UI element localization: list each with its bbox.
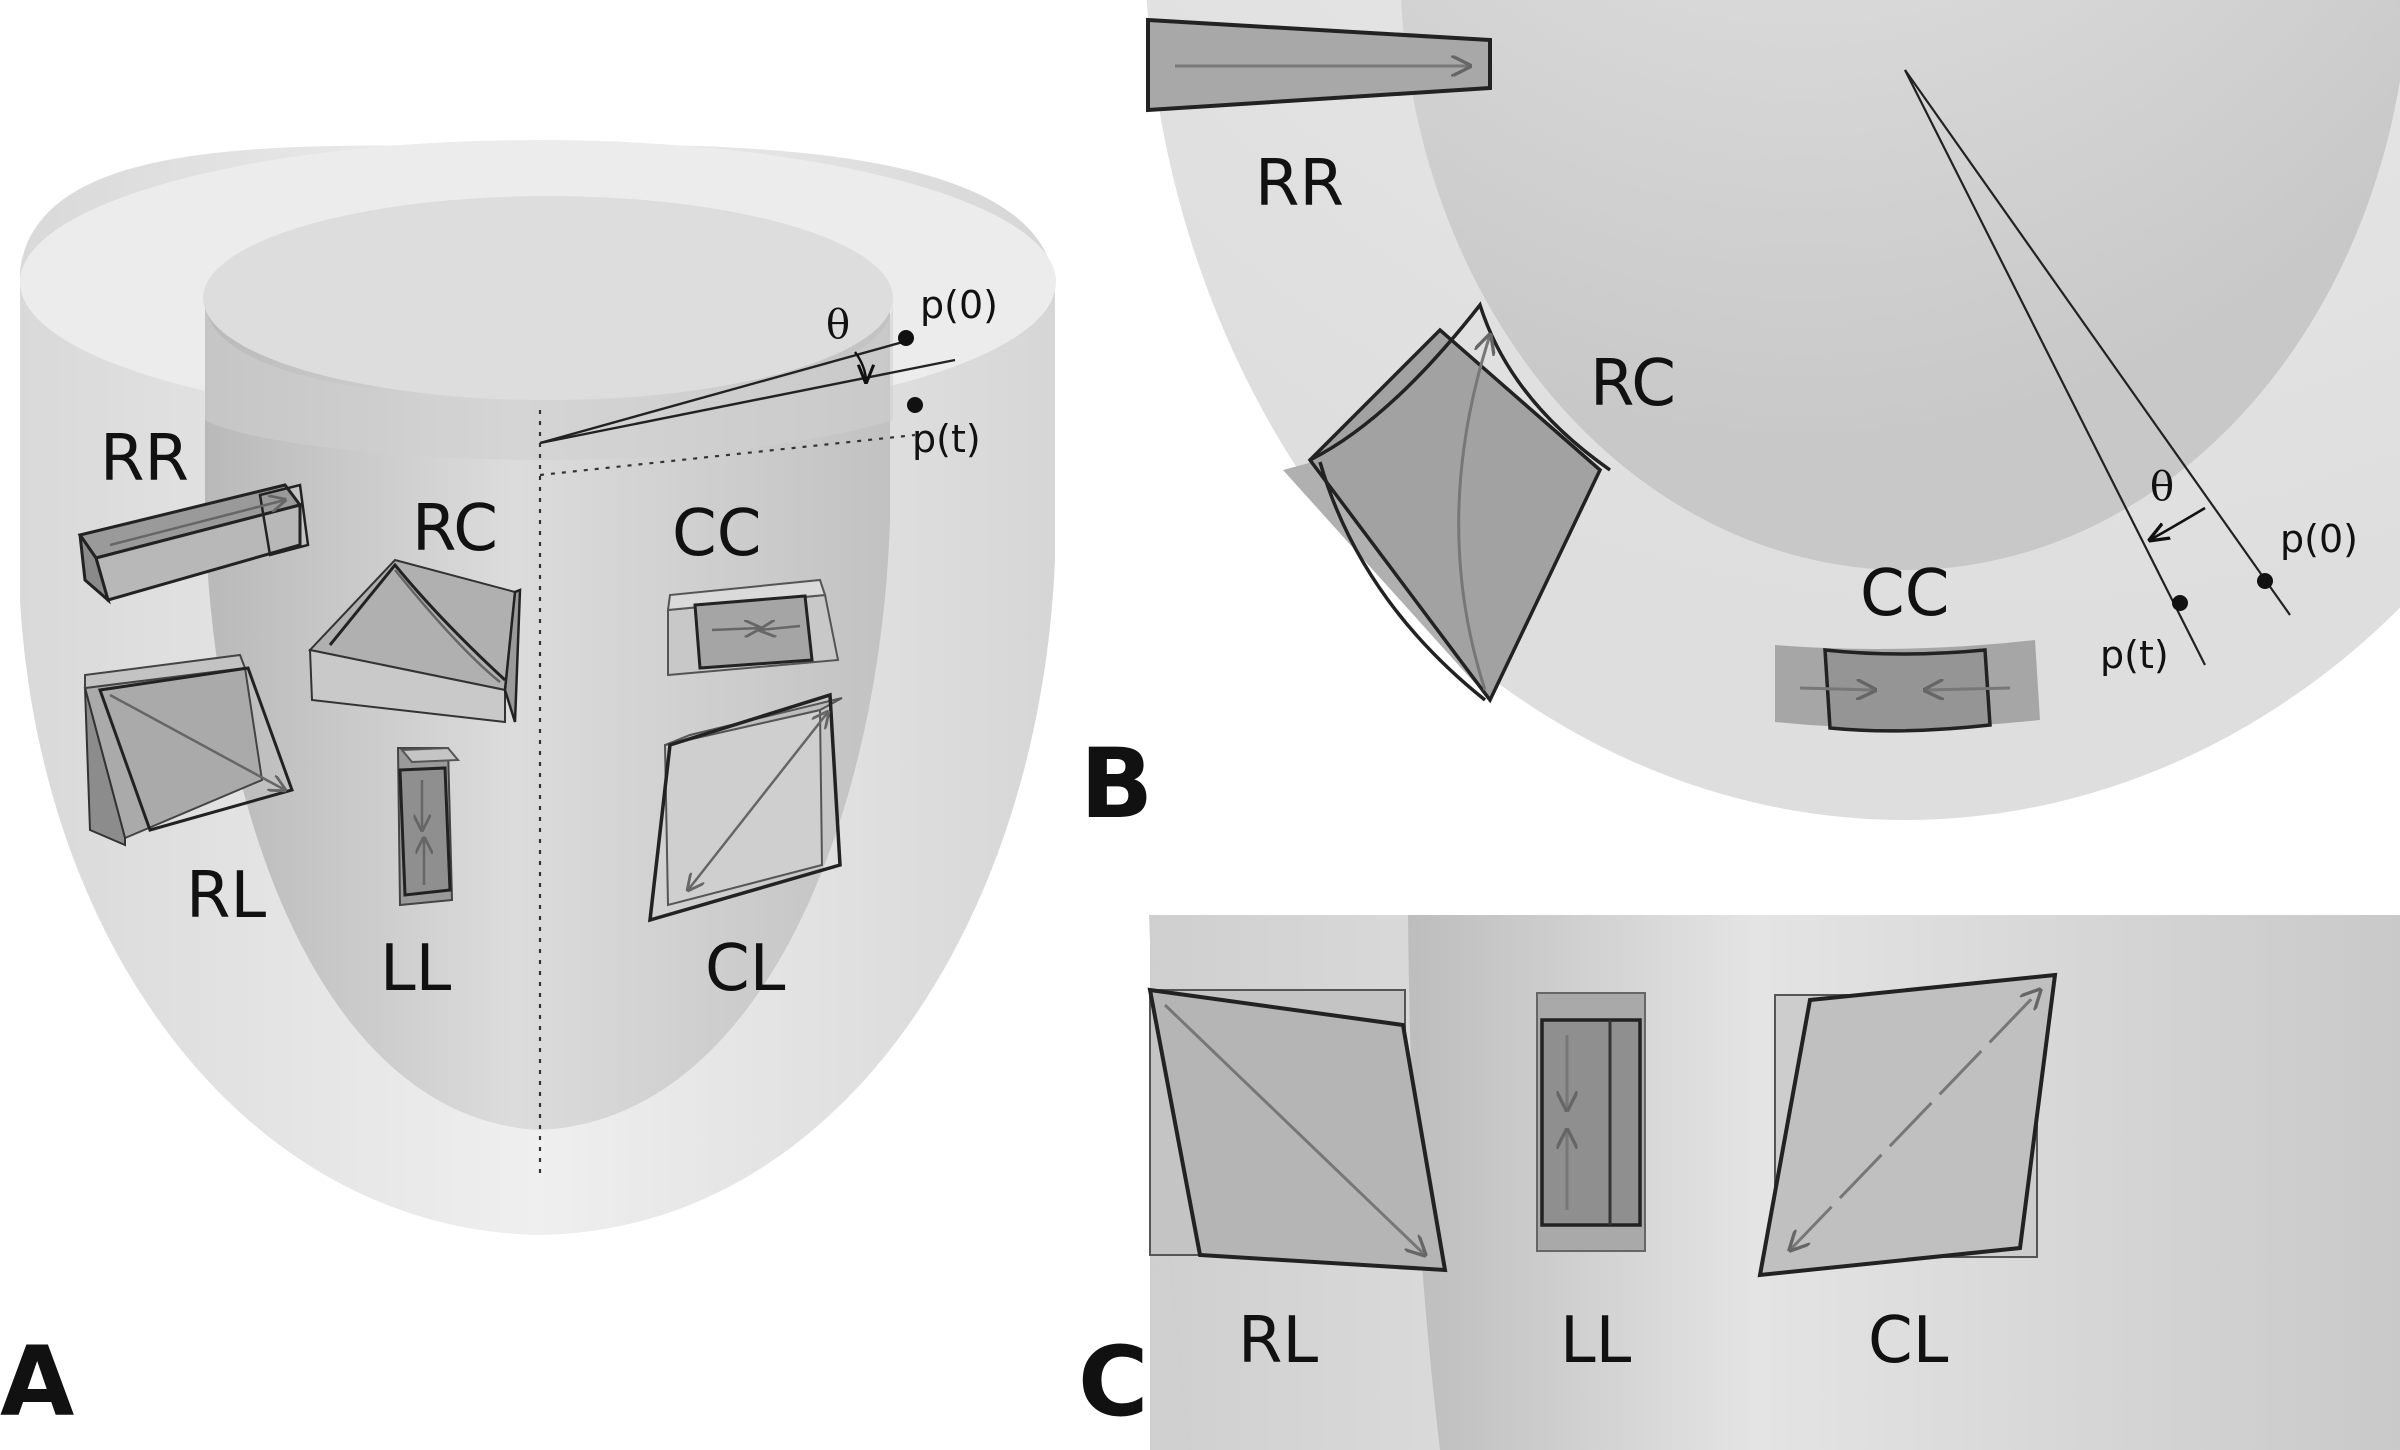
cc-label-a: CC [672,497,761,571]
panel-a-label: A [0,1326,74,1438]
rc-element-a [308,558,522,724]
rr-label-b: RR [1255,147,1344,221]
pt-label-b: p(t) [2100,633,2169,677]
rc-label-b: RC [1590,347,1676,421]
panel-c: RL LL CL C [1078,914,2400,1450]
theta-label-b: θ [2150,464,2174,510]
cavity-opening [203,196,893,400]
rl-label-c: RL [1238,1304,1318,1378]
cl-label-a: CL [705,932,786,1006]
cc-element-b [1775,640,2040,733]
point-p0-dot [898,330,914,346]
point-p0-dot-b [2257,573,2273,589]
ray-p0-b [1904,69,2291,616]
cl-element-a [647,692,843,923]
rl-element-a [83,653,294,847]
cl-element-c [1757,972,2058,1278]
cc-element-a [666,578,840,677]
panel-c-label: C [1078,1326,1148,1438]
ll-element-c [1536,992,1646,1252]
p0-label-b: p(0) [2280,517,2358,561]
pt-label: p(t) [912,417,981,461]
point-pt-dot [907,397,923,413]
rr-label-a: RR [100,422,189,496]
ray-pt [539,358,956,445]
panel-b: θ p(0) p(t) RR RC CC B [1080,0,2400,840]
rl-element-c [1147,987,1448,1273]
cl-label-c: CL [1868,1304,1949,1378]
rr-element-a [77,483,310,605]
rc-label-a: RC [412,492,498,566]
ll-label-c: LL [1560,1304,1632,1378]
ray-p0 [539,338,911,445]
cavity-b [1401,0,2400,570]
p0-label: p(0) [920,283,998,327]
cc-label-b: CC [1860,557,1949,631]
rr-element-b [1146,17,1492,113]
rl-label-a: RL [186,859,266,933]
ll-element-a [396,746,461,907]
theta-arc-arrow [854,351,866,382]
panel-a: θ p(0) p(t) RR RC CC [0,140,1056,1438]
ll-label-a: LL [380,932,452,1006]
rc-element-b [1283,301,1612,704]
reference-dotted [539,433,916,477]
point-pt-dot-b [2172,595,2188,611]
theta-arc-b [2150,506,2206,540]
theta-label: θ [826,302,850,348]
panel-b-label: B [1080,728,1153,840]
ray-pt-b [1904,69,2206,666]
